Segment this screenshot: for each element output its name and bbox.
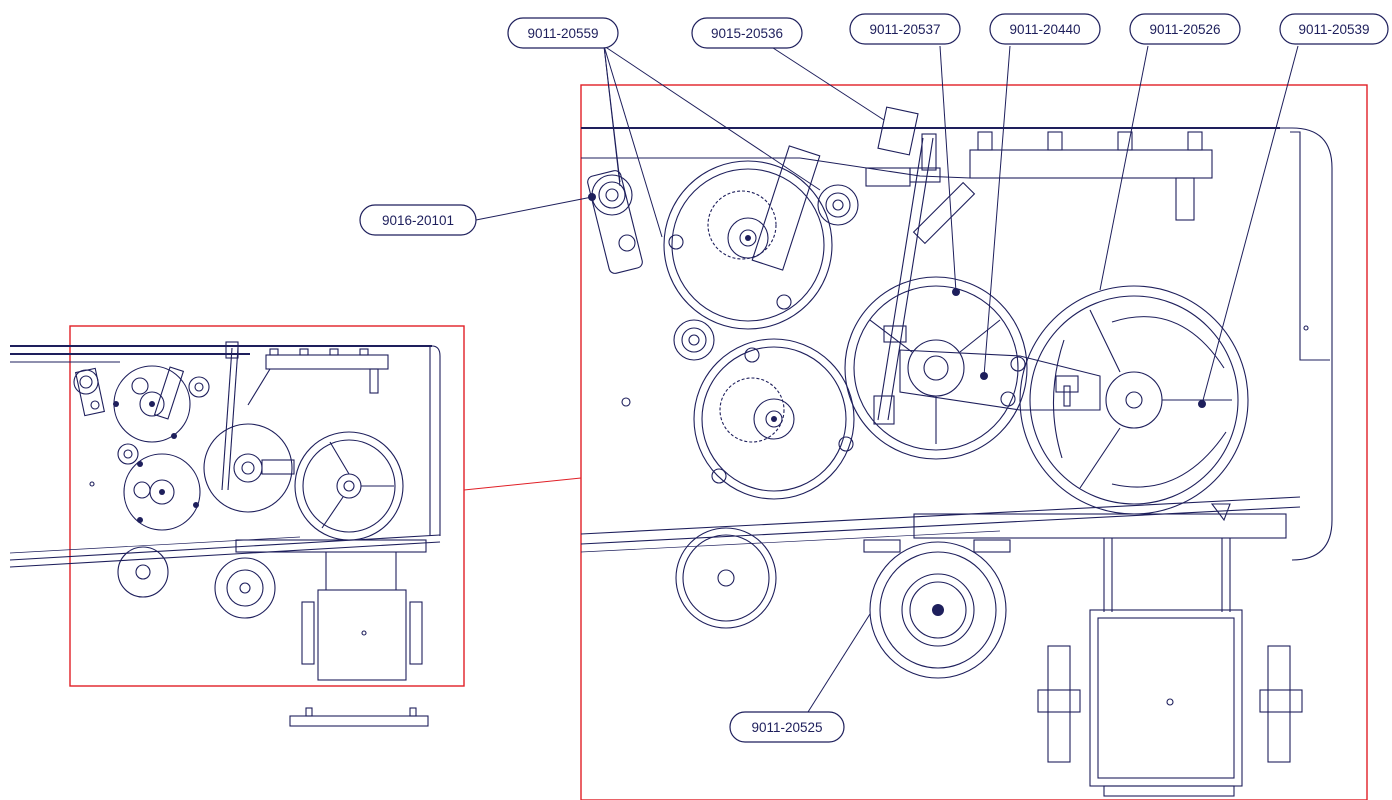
detail-frame [580, 84, 1368, 800]
overview-drawing [9, 325, 582, 727]
detail-drawing [580, 84, 1368, 800]
callout-9015-20536: 9015-20536 [691, 17, 803, 49]
callout-9011-20525: 9011-20525 [729, 711, 845, 743]
callout-label: 9011-20525 [751, 720, 822, 735]
callout-label: 9011-20440 [1009, 22, 1080, 37]
callout-9016-20101: 9016-20101 [359, 204, 477, 236]
callout-label: 9011-20526 [1149, 22, 1220, 37]
callout-label: 9011-20559 [527, 26, 598, 41]
callout-9011-20537: 9011-20537 [849, 13, 961, 45]
callout-9011-20539: 9011-20539 [1279, 13, 1389, 45]
callout-label: 9015-20536 [711, 26, 783, 41]
leader-lines [475, 45, 1299, 713]
callout-label: 9011-20537 [869, 22, 940, 37]
callout-label: 9016-20101 [382, 213, 454, 228]
callout-9011-20440: 9011-20440 [989, 13, 1101, 45]
zoom-connector-line [463, 477, 582, 491]
overview-frame [69, 325, 465, 687]
callout-9011-20526: 9011-20526 [1129, 13, 1241, 45]
callout-label: 9011-20539 [1298, 22, 1369, 37]
callout-9011-20559: 9011-20559 [507, 17, 619, 49]
